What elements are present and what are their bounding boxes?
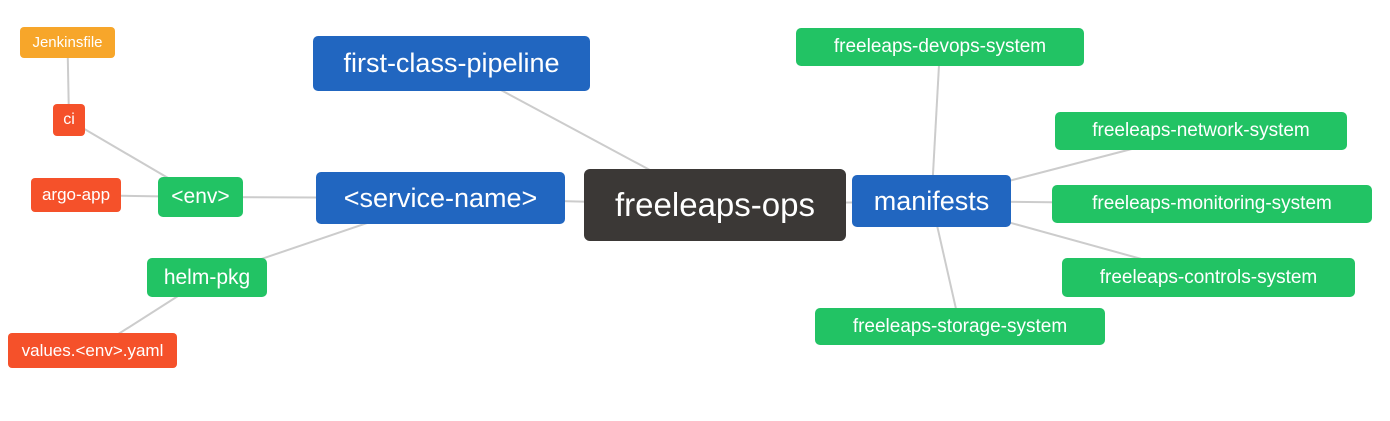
node-ci[interactable]: ci: [53, 104, 85, 136]
node-storage-system[interactable]: freeleaps-storage-system: [815, 308, 1105, 345]
node-manifests[interactable]: manifests: [852, 175, 1011, 227]
node-values-env-yaml[interactable]: values.<env>.yaml: [8, 333, 177, 368]
node-helm-pkg[interactable]: helm-pkg: [147, 258, 267, 297]
node-jenkinsfile[interactable]: Jenkinsfile: [20, 27, 115, 58]
node-controls-system[interactable]: freeleaps-controls-system: [1062, 258, 1355, 297]
node-service-name[interactable]: <service-name>: [316, 172, 565, 224]
node-monitoring-system[interactable]: freeleaps-monitoring-system: [1052, 185, 1372, 223]
node-env[interactable]: <env>: [158, 177, 243, 217]
node-devops-system[interactable]: freeleaps-devops-system: [796, 28, 1084, 66]
node-freeleaps-ops[interactable]: freeleaps-ops: [584, 169, 846, 241]
node-first-class-pipeline[interactable]: first-class-pipeline: [313, 36, 590, 91]
node-argo-app[interactable]: argo-app: [31, 178, 121, 212]
node-network-system[interactable]: freeleaps-network-system: [1055, 112, 1347, 150]
